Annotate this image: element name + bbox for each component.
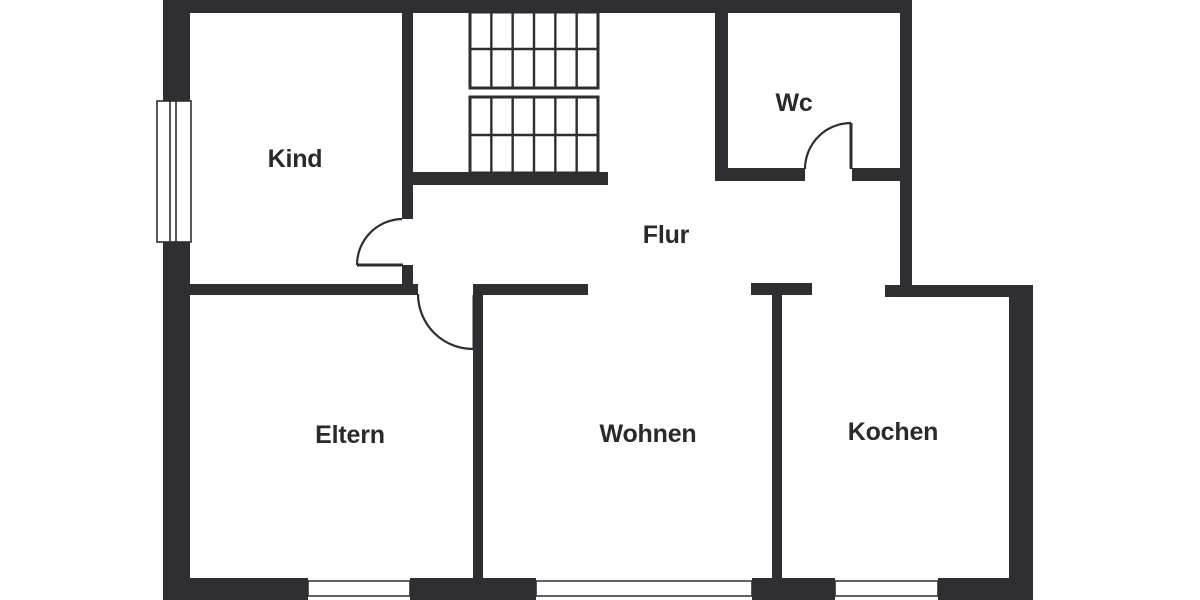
room-label-flur: Flur bbox=[642, 221, 690, 250]
wall-wc-bottom-left bbox=[715, 168, 805, 181]
door-arc-wc-door bbox=[803, 121, 852, 170]
wall-kind-right-stub bbox=[402, 265, 413, 289]
door-arc-eltern-door bbox=[416, 293, 475, 351]
wall-wc-left bbox=[715, 13, 728, 181]
wall-eltern-wohnen bbox=[473, 284, 483, 578]
wall-outer-top bbox=[163, 0, 912, 13]
wall-outer-right bbox=[1009, 285, 1033, 600]
wall-outer-left-lower bbox=[163, 242, 190, 600]
wall-wc-bottom-right bbox=[852, 168, 912, 181]
wall-outer-bottom-3 bbox=[752, 578, 835, 600]
wall-wohnen-kochen bbox=[772, 295, 782, 578]
wall-flur-wohnen bbox=[473, 284, 588, 295]
wall-flur-right bbox=[900, 13, 912, 285]
room-label-wohnen: Wohnen bbox=[599, 420, 697, 449]
wall-kind-right-upper bbox=[402, 13, 413, 219]
wall-kochen-top bbox=[885, 285, 1033, 297]
wall-outer-bottom-1 bbox=[163, 578, 308, 600]
room-label-eltern: Eltern bbox=[315, 421, 385, 450]
room-label-kind: Kind bbox=[267, 145, 323, 174]
room-label-kochen: Kochen bbox=[847, 418, 939, 447]
wall-outer-bottom-2 bbox=[410, 578, 536, 600]
wall-wohnen-kochen-cap bbox=[751, 283, 812, 295]
wall-outer-left-upper bbox=[163, 13, 190, 102]
door-arc-kind-door bbox=[355, 217, 403, 266]
kind-window-frame bbox=[156, 100, 192, 243]
room-label-wc: Wc bbox=[775, 89, 813, 118]
wall-stair-bottom bbox=[402, 172, 608, 185]
wall-kind-bottom bbox=[188, 284, 418, 295]
